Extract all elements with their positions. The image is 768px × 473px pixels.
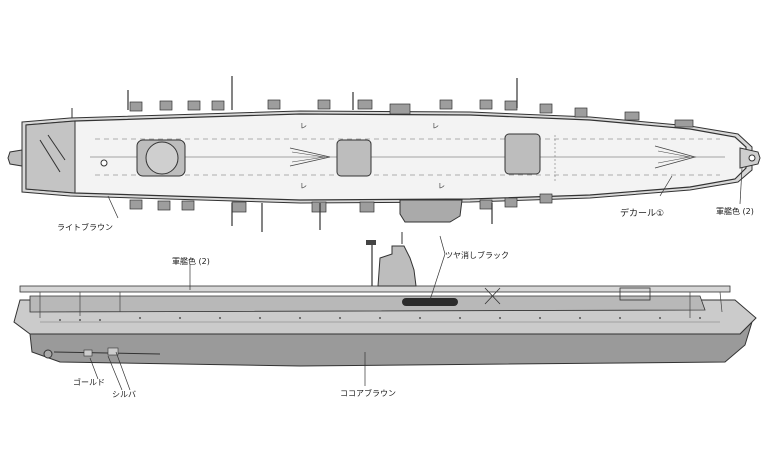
svg-text:レ: レ bbox=[300, 122, 307, 130]
mid-elevator bbox=[336, 139, 372, 177]
portholes bbox=[59, 317, 701, 321]
funnel-plan bbox=[399, 199, 463, 223]
propeller-shaft bbox=[53, 351, 161, 355]
label-warship-color-top: 軍艦色 (2) bbox=[716, 207, 754, 216]
island bbox=[377, 245, 417, 287]
label-warship-color-side: 軍艦色 (2) bbox=[172, 257, 210, 266]
label-cocoa-brown: ココアブラウン bbox=[340, 389, 396, 398]
top-view: レ レ レ レ bbox=[7, 76, 761, 232]
svg-text:レ: レ bbox=[432, 122, 439, 130]
label-decal: デカール① bbox=[620, 209, 665, 219]
svg-text:レ: レ bbox=[300, 182, 307, 190]
label-matte-black: ツヤ消しブラック bbox=[445, 251, 509, 260]
hangar-side bbox=[29, 295, 706, 313]
black-opening bbox=[402, 298, 458, 306]
label-light-brown: ライトブラウン bbox=[57, 223, 113, 232]
side-view bbox=[13, 232, 757, 367]
leader-lines bbox=[89, 167, 743, 391]
fore-elevator bbox=[504, 133, 541, 175]
label-gold: ゴールド bbox=[73, 378, 105, 387]
svg-text:レ: レ bbox=[438, 182, 445, 190]
flight-deck-side bbox=[19, 285, 731, 293]
label-silver: シルバ bbox=[112, 390, 136, 399]
